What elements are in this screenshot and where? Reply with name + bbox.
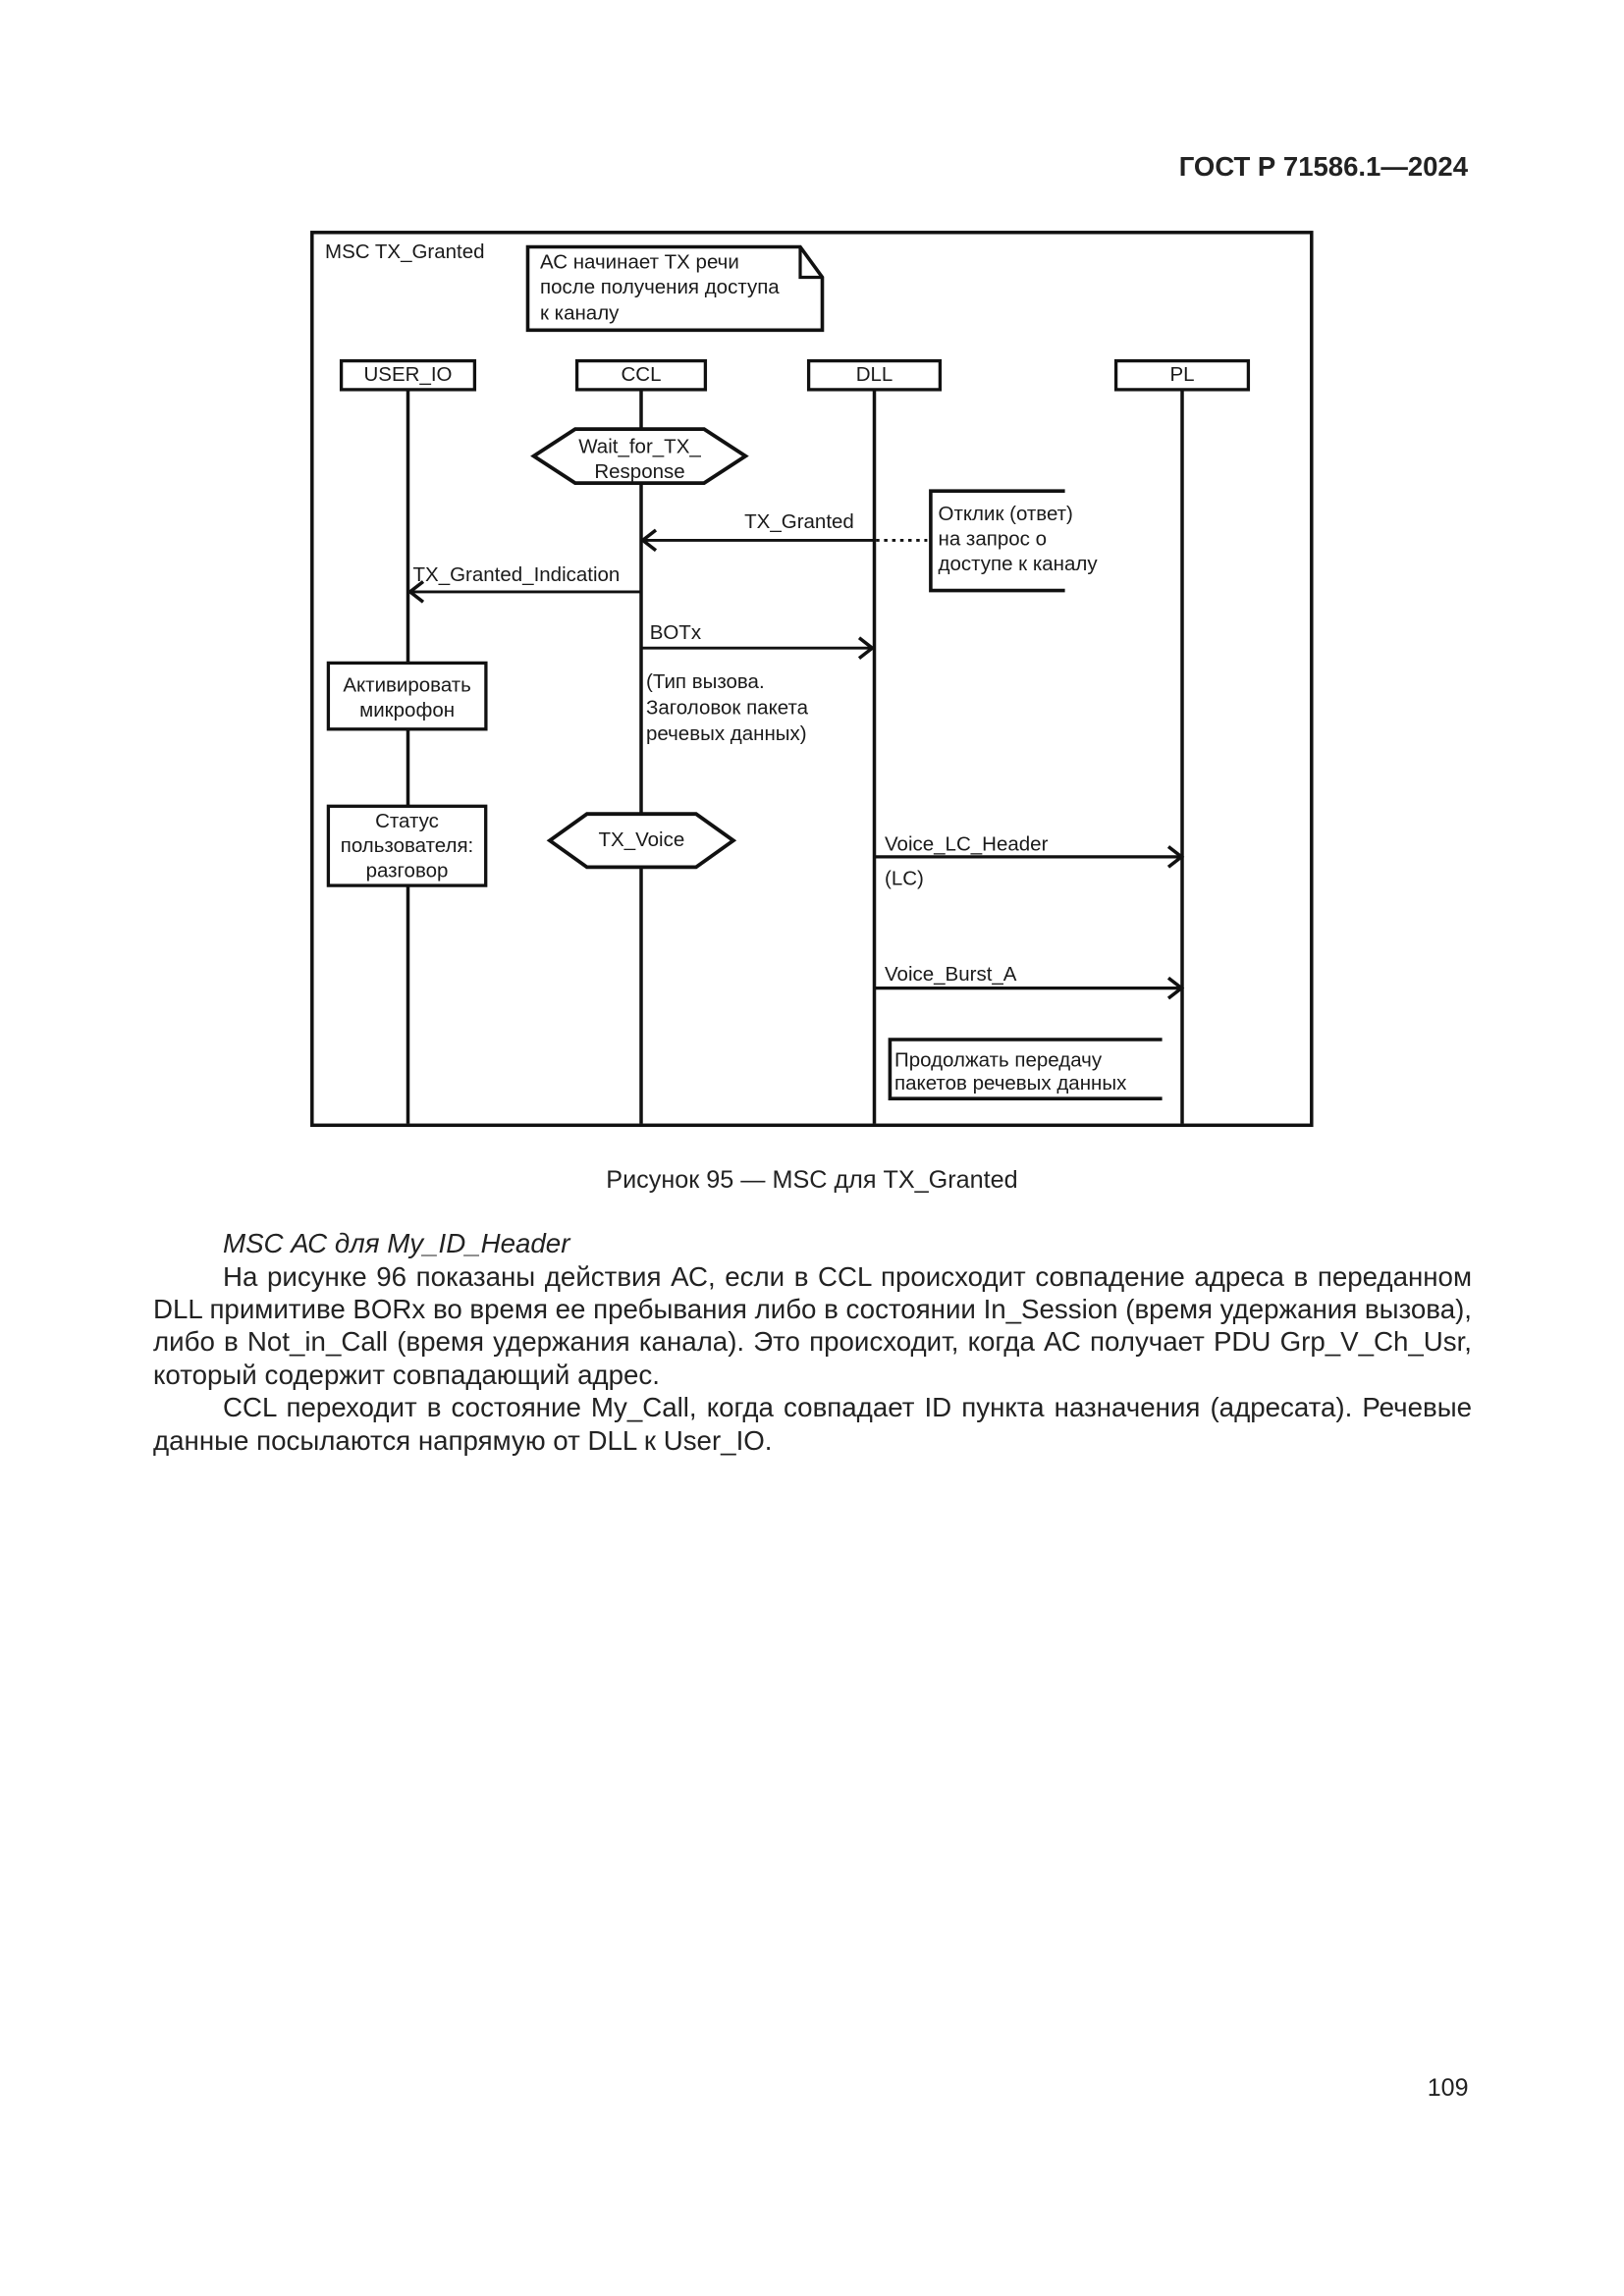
svg-text:Voice_LC_Header: Voice_LC_Header bbox=[885, 833, 1049, 856]
svg-text:TX_Voice: TX_Voice bbox=[599, 828, 685, 851]
svg-text:микрофон: микрофон bbox=[359, 699, 455, 721]
svg-text:после получения доступа: после получения доступа bbox=[540, 276, 780, 298]
svg-text:USER_IO: USER_IO bbox=[364, 363, 453, 386]
svg-text:CCL: CCL bbox=[621, 363, 661, 386]
svg-text:Активировать: Активировать bbox=[343, 674, 471, 697]
svg-text:к каналу: к каналу bbox=[540, 301, 620, 324]
svg-text:доступе к каналу: доступе к каналу bbox=[939, 553, 1099, 575]
svg-text:АС начинает TX речи: АС начинает TX речи bbox=[540, 250, 739, 273]
svg-text:DLL: DLL bbox=[856, 363, 893, 386]
svg-text:TX_Granted: TX_Granted bbox=[744, 510, 854, 533]
svg-text:пакетов речевых данных: пакетов речевых данных bbox=[894, 1072, 1127, 1095]
svg-text:PL: PL bbox=[1169, 363, 1194, 386]
svg-text:Wait_for_TX_: Wait_for_TX_ bbox=[578, 436, 701, 458]
svg-text:BOTx: BOTx bbox=[650, 621, 702, 644]
svg-text:TX_Granted_Indication: TX_Granted_Indication bbox=[413, 563, 621, 586]
svg-text:Продолжать передачу: Продолжать передачу bbox=[894, 1048, 1103, 1071]
svg-text:речевых данных): речевых данных) bbox=[646, 722, 807, 745]
svg-text:(LC): (LC) bbox=[885, 868, 924, 890]
svg-text:MSC TX_Granted: MSC TX_Granted bbox=[325, 240, 485, 263]
svg-text:на запрос о: на запрос о bbox=[939, 527, 1047, 550]
svg-text:Статус: Статус bbox=[375, 810, 439, 832]
svg-text:Заголовок пакета: Заголовок пакета bbox=[646, 696, 809, 719]
svg-text:пользователя:: пользователя: bbox=[341, 834, 474, 857]
svg-text:разговор: разговор bbox=[366, 860, 449, 882]
svg-text:Отклик (ответ): Отклик (ответ) bbox=[939, 503, 1073, 525]
svg-text:Voice_Burst_A: Voice_Burst_A bbox=[885, 963, 1017, 986]
svg-text:Response: Response bbox=[594, 460, 684, 483]
svg-text:(Тип вызова.: (Тип вызова. bbox=[646, 670, 765, 693]
